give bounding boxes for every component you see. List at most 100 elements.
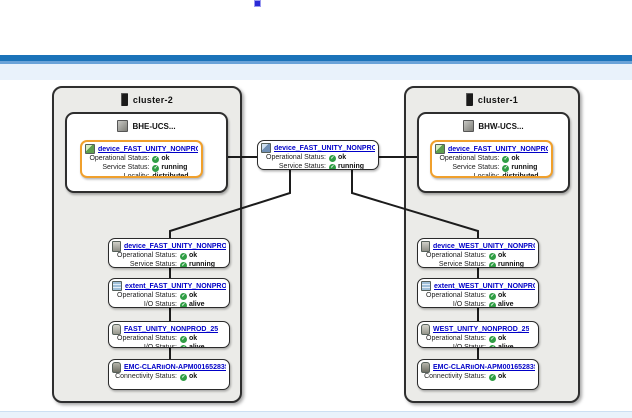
- host-name: BHW-UCS...: [478, 121, 524, 131]
- cluster-header: cluster-1: [406, 93, 578, 106]
- center-device-box[interactable]: device_FAST_UNITY_NONPROD_25Operational …: [257, 140, 379, 170]
- status-label: Operational Status:: [439, 155, 500, 162]
- device-link[interactable]: EMC-CLARiiON-APM00165283SE: [433, 363, 535, 371]
- status-label: Service Status:: [438, 261, 486, 268]
- host-icon: [117, 120, 129, 132]
- status-value: ✓running: [488, 261, 525, 268]
- status-label: Operational Status:: [117, 252, 177, 259]
- ok-check-icon: ✓: [152, 155, 160, 163]
- host-header: BHE-UCS...: [67, 120, 226, 132]
- status-value: ✓ok: [488, 373, 507, 381]
- status-label: Connectivity Status:: [115, 373, 177, 380]
- status-label: Operational Status:: [426, 335, 486, 342]
- status-row: Connectivity Status:✓ok: [112, 373, 226, 381]
- status-label: Operational Status:: [426, 292, 486, 299]
- status-row: Operational Status:✓ok: [85, 155, 198, 163]
- ok-check-icon: ✓: [488, 301, 496, 308]
- distributed-device-icon: [85, 144, 95, 154]
- status-value: ✓running: [152, 164, 188, 172]
- status-row: Connectivity Status:✓ok: [421, 373, 535, 381]
- status-row: Service Status:✓running: [435, 164, 548, 172]
- status-label: Connectivity Status:: [424, 373, 486, 380]
- status-label: Locality:: [473, 173, 500, 178]
- virtual-device-icon: [261, 143, 271, 153]
- status-row: Operational Status:✓ok: [112, 252, 226, 260]
- ok-check-icon: ✓: [179, 344, 187, 347]
- ok-check-icon: ✓: [179, 335, 187, 343]
- ok-check-icon: ✓: [488, 335, 496, 343]
- ok-check-icon: ✓: [328, 163, 336, 170]
- status-value: ✓running: [328, 163, 365, 170]
- device-link[interactable]: device_WEST_UNITY_NONPROD_25: [433, 242, 535, 250]
- cluster-server-icon: [465, 93, 473, 106]
- status-value: ✓running: [502, 164, 538, 172]
- storage-array-box[interactable]: EMC-CLARiiON-APM00165283SE Connectivity S…: [417, 359, 539, 390]
- device-link[interactable]: device_FAST_UNITY_NONPROD_25: [274, 144, 375, 152]
- distributed-device-box-east[interactable]: device_FAST_UNITY_NONPROD_25Operational …: [80, 140, 203, 178]
- status-label: Locality:: [123, 173, 150, 178]
- device-link[interactable]: extent_FAST_UNITY_NONPROD_25: [125, 282, 226, 290]
- status-value: distributed: [152, 173, 189, 178]
- status-value: ✓running: [179, 261, 216, 268]
- mini-app-icon: [254, 0, 261, 7]
- volume-icon: [421, 323, 430, 335]
- status-label: Operational Status:: [89, 155, 150, 162]
- distributed-device-box-west[interactable]: device_FAST_UNITY_NONPROD_25Operational …: [430, 140, 553, 178]
- status-value: ✓ok: [179, 373, 198, 381]
- extent-icon: [112, 281, 122, 291]
- ok-check-icon: ✓: [179, 252, 187, 260]
- ok-check-icon: ✓: [488, 261, 496, 268]
- status-label: Service Status:: [278, 163, 326, 170]
- status-row: Operational Status:✓ok: [112, 292, 226, 300]
- cluster-name: cluster-2: [132, 94, 174, 105]
- status-value: ✓ok: [179, 292, 198, 300]
- distributed-device-icon: [435, 144, 445, 154]
- device-box[interactable]: device_WEST_UNITY_NONPROD_25Operational …: [417, 238, 539, 268]
- status-row: Service Status:✓running: [261, 163, 375, 170]
- extent-box[interactable]: extent_FAST_UNITY_NONPROD_25Operational …: [108, 278, 230, 308]
- device-link[interactable]: WEST_UNITY_NONPROD_25: [433, 325, 530, 333]
- status-row: Operational Status:✓ok: [435, 155, 548, 163]
- extent-icon: [421, 281, 431, 291]
- storage-array-box[interactable]: EMC-CLARiiON-APM00165283SE Connectivity S…: [108, 359, 230, 390]
- device-box[interactable]: device_FAST_UNITY_NONPROD_25Operational …: [108, 238, 230, 268]
- status-row: Operational Status:✓ok: [421, 252, 535, 260]
- extent-box[interactable]: extent_WEST_UNITY_NONPROD_25Operational …: [417, 278, 539, 308]
- status-label: Service Status:: [452, 164, 500, 171]
- host-name: BHE-UCS...: [132, 121, 176, 131]
- bottom-strip: [0, 411, 632, 418]
- status-value: ✓ok: [502, 155, 520, 163]
- cluster-server-icon: [120, 93, 128, 106]
- status-label: Operational Status:: [117, 335, 177, 342]
- device-link[interactable]: FAST_UNITY_NONPROD_25: [124, 325, 219, 333]
- status-value: ✓alive: [179, 301, 205, 308]
- ok-check-icon: ✓: [152, 164, 160, 172]
- status-row: I/O Status:✓alive: [421, 301, 535, 308]
- device-link[interactable]: extent_WEST_UNITY_NONPROD_25: [434, 282, 535, 290]
- device-link[interactable]: device_FAST_UNITY_NONPROD_25: [448, 145, 548, 153]
- ok-check-icon: ✓: [328, 154, 336, 162]
- status-value: ✓alive: [488, 301, 514, 308]
- status-row: I/O Status:✓alive: [112, 301, 226, 308]
- device-link[interactable]: device_FAST_UNITY_NONPROD_25: [98, 145, 198, 153]
- status-label: Operational Status:: [426, 252, 486, 259]
- status-value: ✓ok: [488, 292, 507, 300]
- status-row: Operational Status:✓ok: [421, 292, 535, 300]
- status-label: Operational Status:: [266, 154, 326, 161]
- status-value: ✓ok: [179, 335, 198, 343]
- toolbar-band: [0, 64, 632, 80]
- ok-check-icon: ✓: [488, 252, 496, 260]
- device-link[interactable]: EMC-CLARiiON-APM00165283SE: [124, 363, 226, 371]
- status-row: Operational Status:✓ok: [112, 335, 226, 343]
- status-row: Service Status:✓running: [421, 261, 535, 268]
- cluster-name: cluster-1: [477, 94, 519, 105]
- ok-check-icon: ✓: [179, 373, 187, 381]
- status-row: Service Status:✓running: [112, 261, 226, 268]
- status-value: distributed: [502, 173, 539, 178]
- storage-device-icon: [421, 240, 430, 252]
- host-header: BHW-UCS...: [419, 120, 568, 132]
- status-value: ✓ok: [152, 155, 170, 163]
- device-link[interactable]: device_FAST_UNITY_NONPROD_25: [124, 242, 226, 250]
